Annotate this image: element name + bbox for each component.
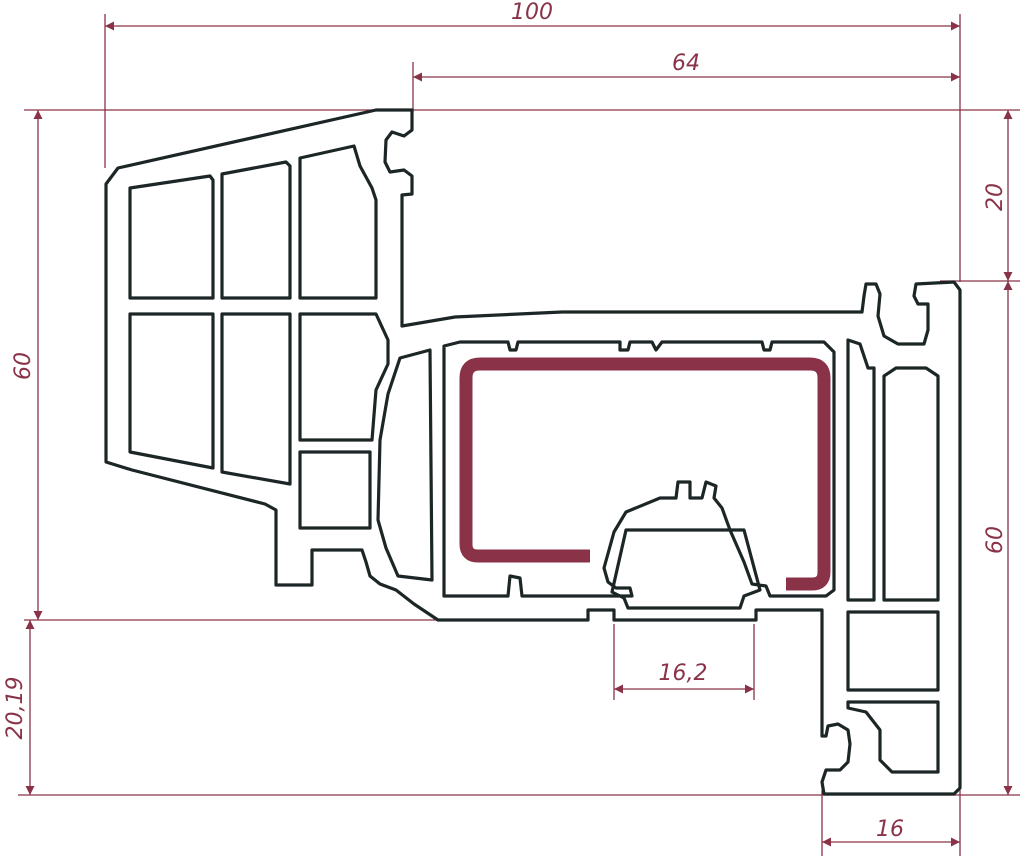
steel-reinforcement [459,357,831,591]
sash-chamber [376,348,434,582]
sash-chamber [220,160,292,300]
sash-chamber [128,174,215,300]
dim-right-height-label: 60 [983,526,1008,554]
dim-bottom-offset-label: 20,19 [3,677,28,740]
sash-chamber [128,312,215,470]
frame-chamber [882,366,940,602]
sash-chamber [298,144,378,300]
dim-top-offset-label: 20 [983,183,1008,211]
dim-rebate-width-label: 16 [876,817,904,842]
sash-chamber [220,312,292,486]
dim-left-height-label: 60 [11,352,36,380]
sash-chamber [298,312,390,442]
sash-outer-contour [104,108,962,796]
sash-chamber [298,450,372,530]
dim-groove-width-label: 16,2 [659,661,708,686]
frame-chamber [846,610,940,692]
frame-chamber [846,700,940,774]
frame-groove-chamber [610,528,762,610]
dim-overall-width-label: 100 [511,0,553,25]
dim-glazing-width-label: 64 [672,51,700,76]
frame-main-chamber [442,340,836,598]
dimension-lines [18,14,1020,856]
pvc-profile-section [104,108,962,796]
frame-chamber [846,338,876,602]
steel-reinforcement-profile [459,357,831,591]
